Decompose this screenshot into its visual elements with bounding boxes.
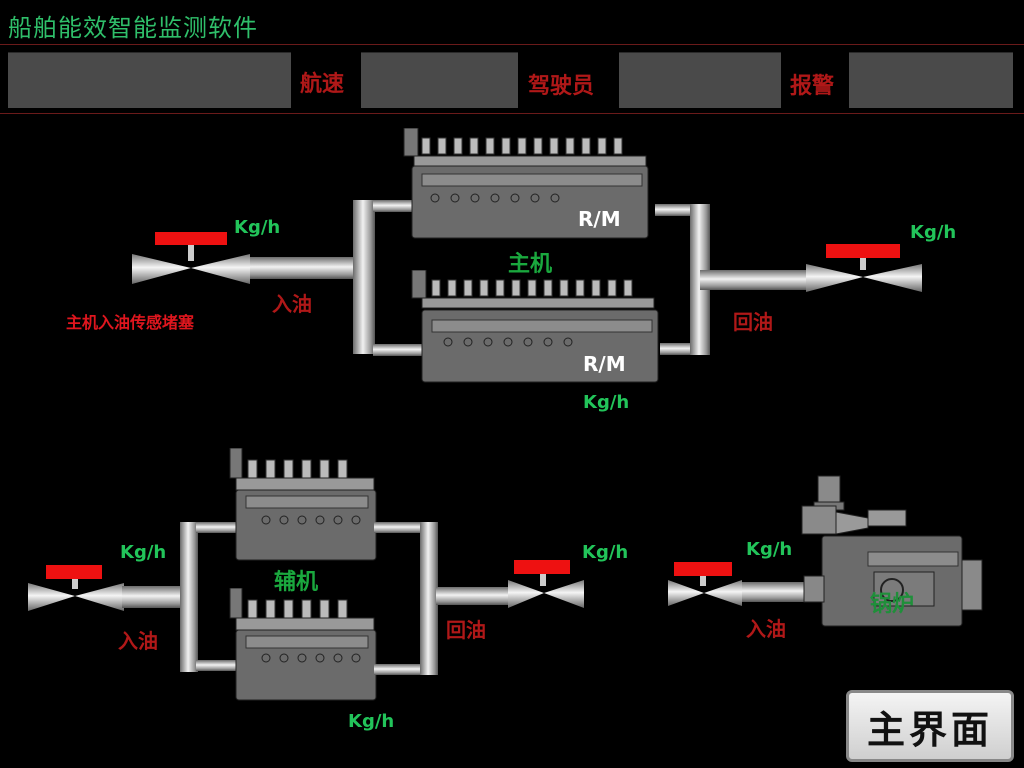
aux-inlet-manifold <box>180 522 198 672</box>
main-engine-top-rpm: R/M <box>578 207 621 231</box>
main-return-pipe-top <box>655 204 700 216</box>
app-title: 船舶能效智能监测软件 <box>8 14 258 42</box>
aux-return-pipe-top <box>374 522 428 533</box>
main-return-flow-unit: Kg/h <box>910 222 957 243</box>
aux-engine-top-icon <box>229 448 377 561</box>
info-field-panel <box>8 52 291 108</box>
aux-return-manifold <box>420 522 438 675</box>
main-inlet-manifold <box>353 200 375 354</box>
main-return-label: 回油 <box>733 310 773 334</box>
main-engine-flow-unit: Kg/h <box>583 392 630 413</box>
aux-feed-pipe-top <box>196 522 238 533</box>
aux-inlet-pipe <box>122 586 184 608</box>
boiler-icon <box>801 475 983 627</box>
speed-value-panel <box>361 52 518 108</box>
aux-return-valve-icon[interactable] <box>506 560 586 610</box>
main-engine-top-icon <box>403 128 649 239</box>
aux-feed-pipe-bottom <box>196 660 238 671</box>
main-return-pipe <box>700 270 806 290</box>
aux-inlet-valve-icon[interactable] <box>26 563 126 615</box>
main-engine-bottom-icon <box>411 270 659 383</box>
main-feed-pipe-bottom <box>373 344 423 356</box>
main-inlet-flow-unit: Kg/h <box>234 217 281 238</box>
aux-engine-bottom-icon <box>229 588 377 701</box>
aux-return-pipe-bottom <box>374 664 428 675</box>
main-inlet-pipe <box>250 257 355 279</box>
driver-label: 驾驶员 <box>528 73 595 99</box>
aux-inlet-flow-unit: Kg/h <box>120 542 167 563</box>
boiler-inlet-label: 入油 <box>746 617 786 641</box>
aux-return-pipe <box>436 587 510 605</box>
boiler-inlet-valve-icon[interactable] <box>666 560 746 610</box>
main-engine-bottom-rpm: R/M <box>583 352 626 376</box>
aux-return-flow-unit: Kg/h <box>582 542 629 563</box>
main-screen-button[interactable]: 主界面 <box>846 690 1014 762</box>
main-feed-pipe-top <box>373 200 415 212</box>
aux-inlet-label: 入油 <box>118 629 158 653</box>
alarm-value-panel <box>849 52 1013 108</box>
main-inlet-label: 入油 <box>272 292 312 316</box>
boiler-inlet-pipe <box>742 582 804 602</box>
main-return-valve-icon[interactable] <box>804 244 926 296</box>
header-divider-bottom <box>0 113 1024 114</box>
aux-engine-flow-unit: Kg/h <box>348 711 395 732</box>
alarm-label: 报警 <box>790 73 835 99</box>
driver-value-panel <box>619 52 781 108</box>
boiler-name: 锅炉 <box>870 591 915 617</box>
main-inlet-valve-icon[interactable] <box>130 232 252 288</box>
main-inlet-alarm-text: 主机入油传感堵塞 <box>66 313 195 332</box>
speed-label: 航速 <box>300 71 345 97</box>
aux-engine-name: 辅机 <box>274 569 319 595</box>
aux-return-label: 回油 <box>446 618 486 642</box>
main-engine-name: 主机 <box>508 251 553 277</box>
header-divider-top <box>0 44 1024 45</box>
boiler-inlet-flow-unit: Kg/h <box>746 539 793 560</box>
